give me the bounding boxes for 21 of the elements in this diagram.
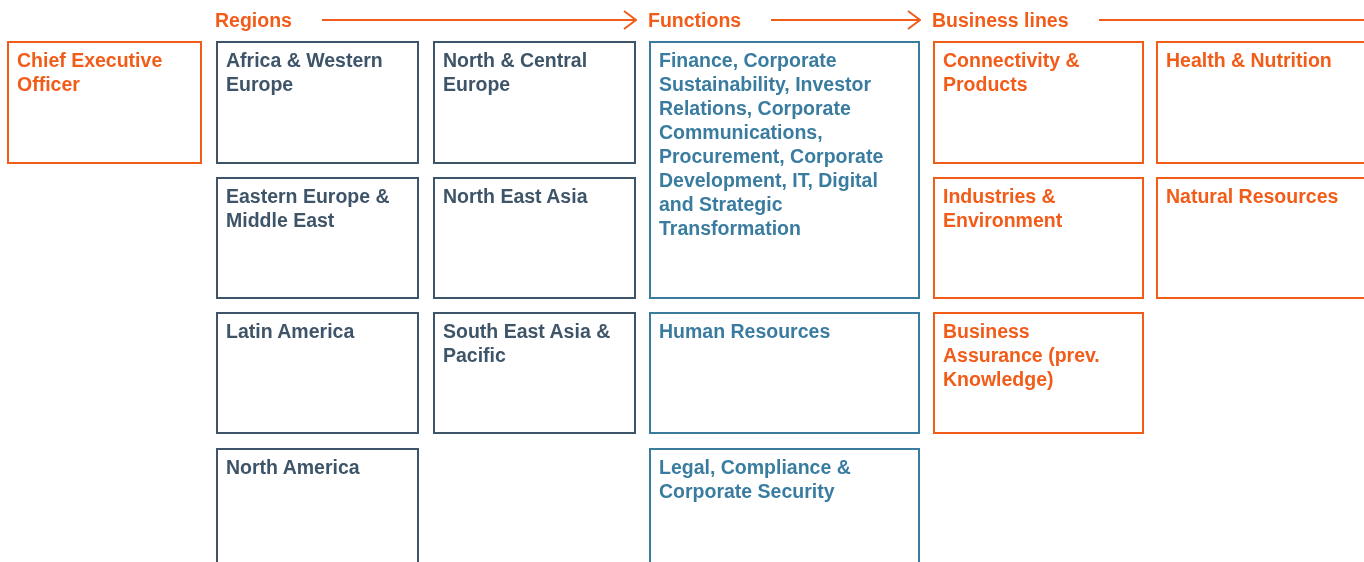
org-unit-box: North & Central Europe <box>433 41 636 164</box>
org-unit-box: Africa & Western Europe <box>216 41 419 164</box>
org-unit-box: Health & Nutrition <box>1156 41 1364 164</box>
column-heading: Business lines <box>932 8 1069 32</box>
org-unit-box: Connectivity & Products <box>933 41 1144 164</box>
org-unit-box: North America <box>216 448 419 562</box>
org-unit-box: Industries & Environment <box>933 177 1144 299</box>
column-heading: Functions <box>648 8 742 32</box>
org-unit-box: South East Asia & Pacific <box>433 312 636 434</box>
org-unit-box: Finance, Corporate Sustainability, Investor Relations, Corporate Communications, Procurement, Corporate Development, IT, Digital and Strategic Transformation <box>649 41 920 299</box>
org-unit-box: Legal, Compliance & Corporate Security <box>649 448 920 562</box>
org-unit-box: North East Asia <box>433 177 636 299</box>
arrow <box>321 10 637 30</box>
org-unit-box: Human Resources <box>649 312 920 434</box>
org-unit-box: Latin America <box>216 312 419 434</box>
org-unit-box: Business Assurance (prev. Knowledge) <box>933 312 1144 434</box>
arrow <box>770 10 921 30</box>
org-unit-box: Chief Executive Officer <box>7 41 202 164</box>
org-unit-box: Natural Resources <box>1156 177 1364 299</box>
column-heading: Regions <box>215 8 292 32</box>
org-unit-box: Eastern Europe & Middle East <box>216 177 419 299</box>
